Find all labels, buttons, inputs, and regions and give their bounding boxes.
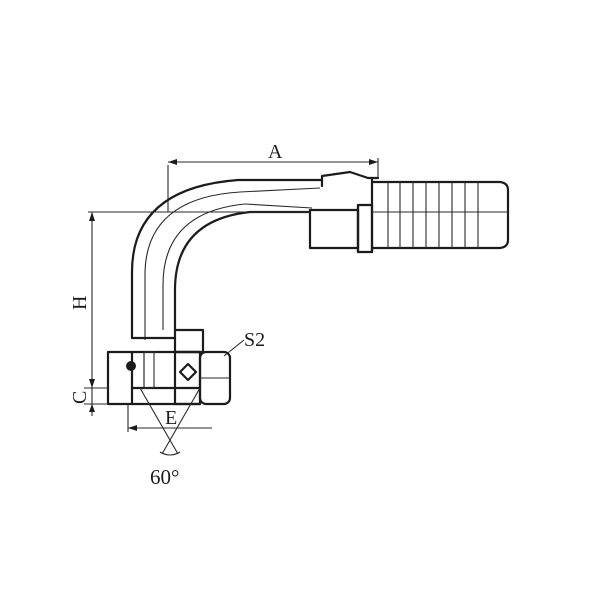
dimension-a: A xyxy=(167,141,379,212)
dimension-c-label: C xyxy=(69,391,91,404)
cone-seat xyxy=(143,351,155,389)
collar xyxy=(308,203,374,254)
dimension-e: E xyxy=(127,404,212,432)
dimension-h-label: H xyxy=(69,296,91,310)
dimension-c: C xyxy=(69,388,108,416)
s2-callout: S2 xyxy=(223,329,265,357)
dimension-h: H xyxy=(69,211,310,389)
s2-label: S2 xyxy=(244,329,265,351)
hose-tail xyxy=(370,176,510,254)
elbow-body xyxy=(130,170,380,340)
angle-label: 60° xyxy=(150,465,179,489)
cone-angle: 60° xyxy=(139,387,201,489)
dimension-a-label: A xyxy=(268,141,283,163)
dimension-e-label: E xyxy=(165,407,177,429)
swivel-nut xyxy=(106,328,232,406)
